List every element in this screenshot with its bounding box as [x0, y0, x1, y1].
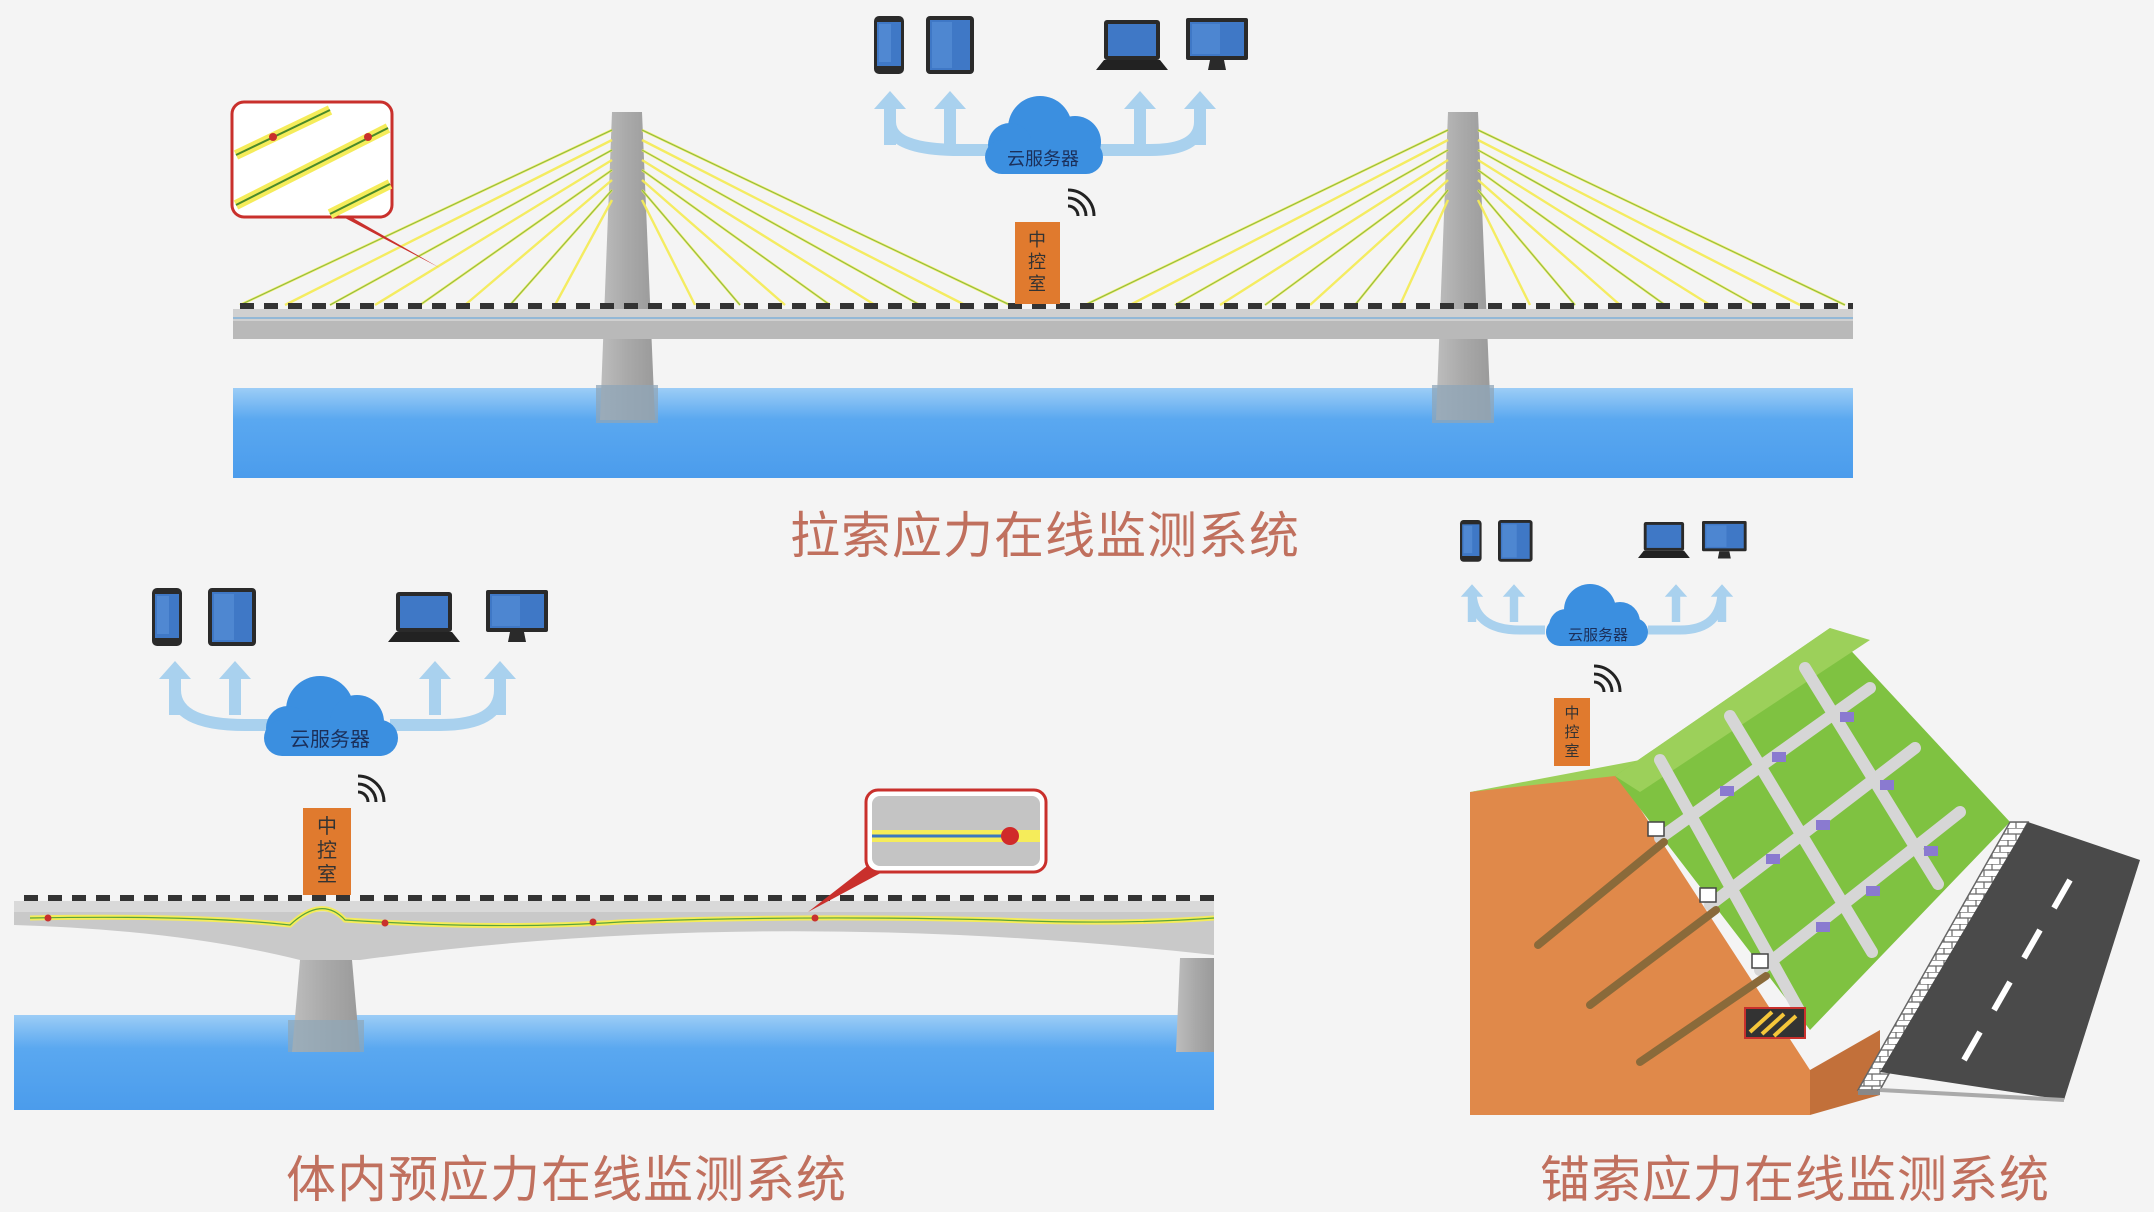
wifi-icon	[1592, 664, 1622, 694]
tablet-icon	[1498, 520, 1533, 562]
laptop-icon	[1096, 20, 1168, 70]
cloud-icon	[264, 676, 398, 756]
river-water	[14, 1015, 1214, 1110]
cloud-server: 云服务器	[1460, 584, 1734, 646]
control-room-char: 室	[1564, 742, 1579, 760]
cloud-server-label: 云服务器	[1007, 149, 1079, 170]
control-room-char: 中	[1028, 230, 1046, 251]
control-room-char: 中	[317, 814, 337, 838]
control-room-char: 控	[317, 838, 337, 862]
control-room: 中 控 室	[1554, 698, 1590, 766]
caption-prestress-monitoring: 体内预应力在线监测系统	[286, 1151, 847, 1209]
anchored-slope-scene: 中 控 室 云服务器	[1460, 520, 2140, 1115]
bridge-pier	[1176, 958, 1214, 1052]
tendon-sensor-callout	[808, 788, 1048, 912]
road	[1880, 822, 2140, 1100]
prestress-bridge-scene: 中 控 室 云服务器	[14, 588, 1215, 1110]
monitor-icon	[486, 590, 548, 642]
cloud-icon	[1546, 584, 1648, 646]
anchor-sensor-detail	[1744, 1007, 1806, 1039]
bridge-pylon	[1432, 112, 1494, 423]
anchor-cables	[1534, 838, 1770, 1066]
monitor-icon	[1702, 521, 1747, 559]
control-room-char: 控	[1564, 723, 1579, 741]
bridge-pylon	[596, 112, 658, 423]
laptop-icon	[1638, 522, 1690, 558]
cable-stayed-bridge-scene: 中 控 室 云服务器	[230, 16, 1853, 478]
tablet-icon	[926, 16, 974, 74]
lattice-beams	[1654, 662, 1966, 1018]
cloud-server: 云服务器	[159, 661, 516, 756]
cable-sensor-callout	[230, 100, 440, 268]
box-girder	[14, 895, 1214, 960]
control-room: 中 控 室	[303, 808, 351, 895]
control-room-char: 控	[1028, 252, 1046, 273]
control-room-char: 室	[1028, 274, 1046, 295]
laptop-icon	[388, 592, 460, 642]
cloud-server: 云服务器	[874, 91, 1216, 174]
phone-icon	[1460, 520, 1482, 562]
wifi-icon	[1066, 188, 1096, 218]
caption-cable-monitoring: 拉索应力在线监测系统	[790, 507, 1300, 565]
soil-block	[1470, 770, 1810, 1115]
cloud-icon	[985, 96, 1103, 174]
river-water	[233, 388, 1853, 478]
wifi-icon	[356, 774, 386, 804]
tablet-icon	[208, 588, 256, 646]
control-room: 中 控 室	[1015, 222, 1060, 304]
bridge-deck	[233, 303, 1853, 339]
caption-anchor-monitoring: 锚索应力在线监测系统	[1540, 1151, 2050, 1209]
phone-icon	[874, 16, 904, 74]
monitor-icon	[1186, 18, 1248, 70]
cloud-server-label: 云服务器	[290, 727, 370, 751]
phone-icon	[152, 588, 182, 646]
control-room-char: 室	[317, 862, 337, 886]
cloud-server-label: 云服务器	[1568, 626, 1628, 644]
control-room-char: 中	[1564, 704, 1579, 722]
